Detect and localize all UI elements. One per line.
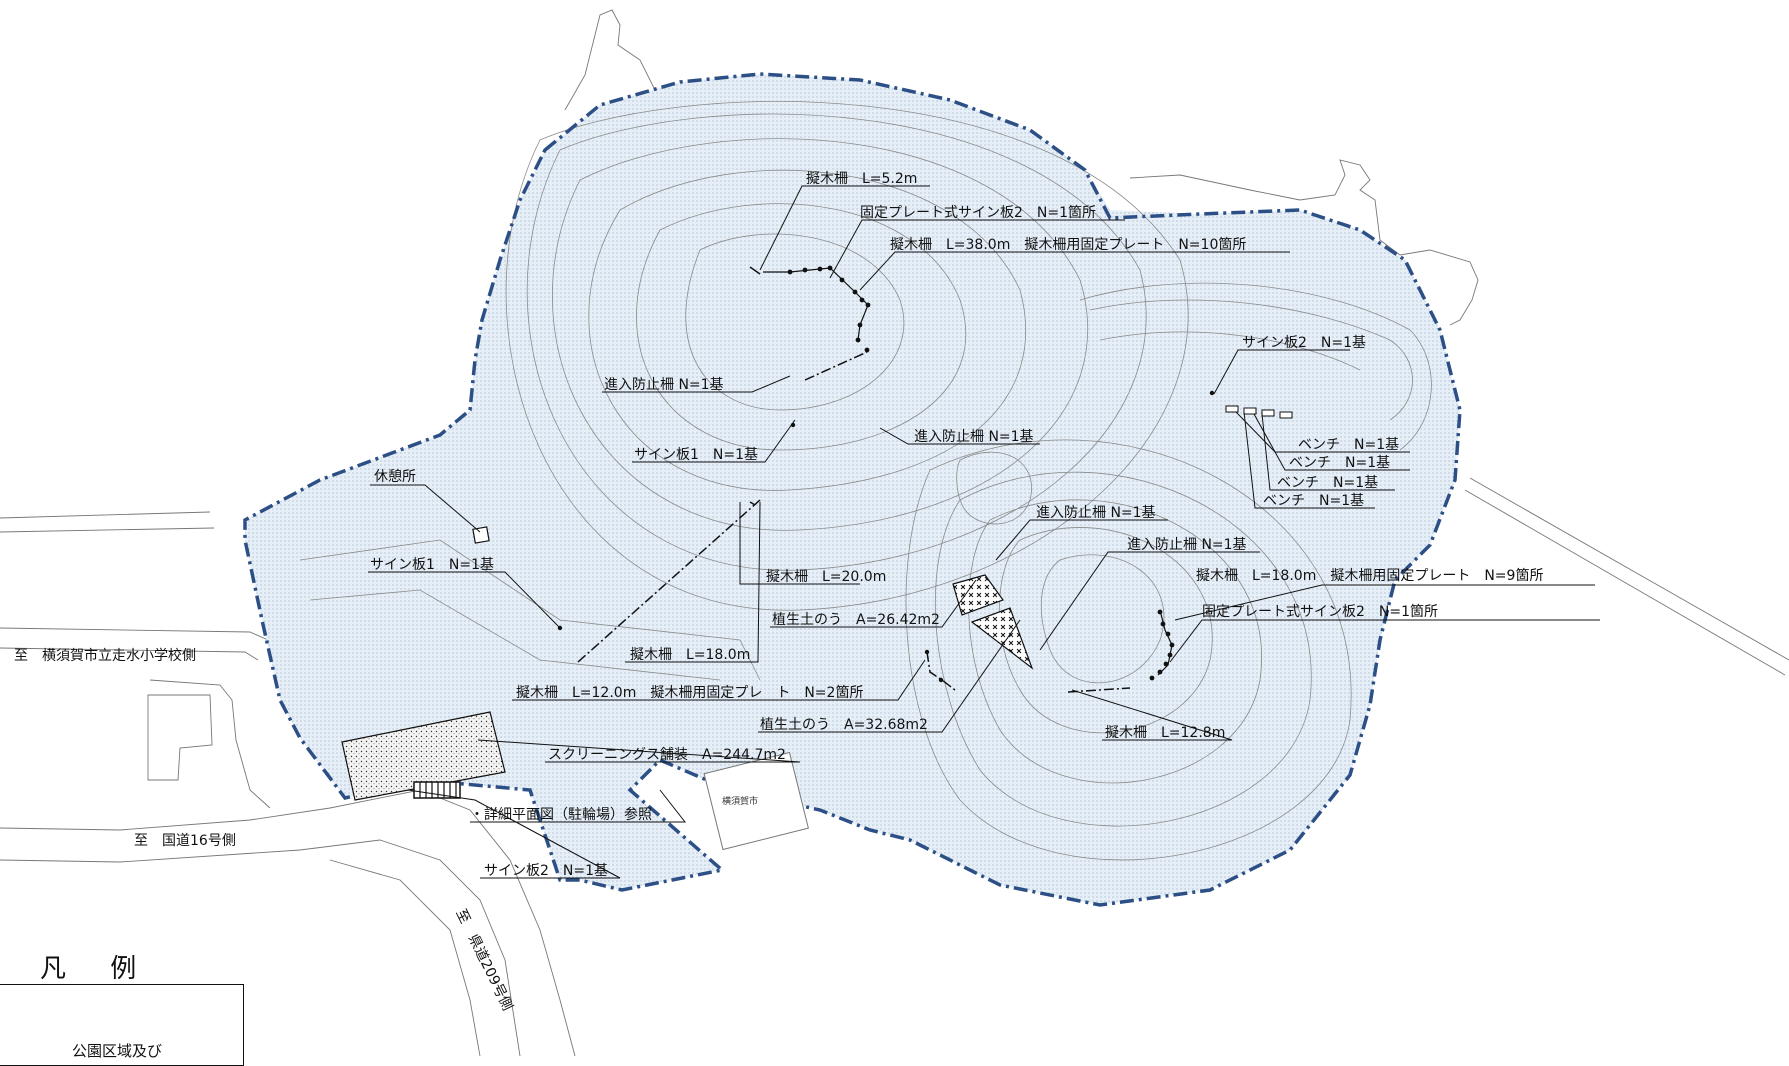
label-screening: スクリーニングス舗装 A=244.7m2: [548, 747, 786, 763]
surrounding-roads: [0, 9, 1789, 1056]
label-barrier-lower2: 進入防止柵 N=1基: [1127, 536, 1247, 553]
label-plate-sign2-right: 固定プレート式サイン板2 N=1箇所: [1202, 603, 1438, 620]
label-barrier-lower: 進入防止柵 N=1基: [1036, 504, 1156, 521]
road-to-pref209: 至 県道209号側: [452, 907, 515, 1014]
map-labels: 擬木柵 L=5.2m 固定プレート式サイン板2 N=1箇所 擬木柵 L=38.0…: [370, 171, 1543, 879]
label-sign2-bottom: サイン板2 N=1基: [484, 862, 608, 879]
label-detail-ref: ・詳細平面図（駐輪場）参照: [470, 806, 652, 823]
label-fence-5-2: 擬木柵 L=5.2m: [806, 171, 917, 187]
city-block: [703, 751, 809, 851]
city-label: 横須賀市: [722, 795, 758, 807]
road-to-route16: 至 国道16号側: [134, 833, 236, 849]
bike-rack: [413, 781, 461, 799]
label-bench-4: ベンチ N=1基: [1263, 492, 1364, 509]
label-barrier-mid: 進入防止柵 N=1基: [914, 428, 1034, 445]
label-bench-3: ベンチ N=1基: [1277, 474, 1378, 491]
label-bench-2: ベンチ N=1基: [1289, 454, 1390, 471]
road-to-school: 至 横須賀市立走水小学校側: [14, 647, 196, 664]
screening-pavement-area: [341, 711, 506, 801]
label-fence-38-0: 擬木柵 L=38.0m 擬木柵用固定プレート N=10箇所: [890, 236, 1246, 253]
label-sign2-top-right: サイン板2 N=1基: [1242, 334, 1366, 351]
label-soil-bag-a: 植生土のう A=26.42m2: [772, 612, 940, 628]
label-barrier-left: 進入防止柵 N=1基: [604, 376, 724, 393]
label-sign1-left: サイン板1 N=1基: [370, 556, 494, 573]
soil-bag-area-a: [952, 574, 1004, 616]
label-rest-area: 休憩所: [374, 468, 416, 485]
benches: [1225, 405, 1293, 419]
label-fence-20-0: 擬木柵 L=20.0m: [766, 569, 886, 585]
label-fence-12-0: 擬木柵 L=12.0m 擬木柵用固定プレ ト N=2箇所: [516, 684, 863, 701]
rest-area-marker: [472, 526, 490, 544]
legend-item-park-area: 公園区域及び: [72, 1042, 163, 1060]
park-area: [245, 74, 1460, 905]
label-bench-1: ベンチ N=1基: [1298, 436, 1399, 453]
leader-lines: [368, 185, 1600, 879]
label-fence-12-8: 擬木柵 L=12.8m: [1105, 725, 1225, 741]
label-fence-18-0-right: 擬木柵 L=18.0m 擬木柵用固定プレート N=9箇所: [1196, 567, 1543, 584]
legend-title: 凡 例: [40, 954, 155, 984]
label-soil-bag-b: 植生土のう A=32.68m2: [760, 717, 928, 733]
label-plate-sign2-top: 固定プレート式サイン板2 N=1箇所: [860, 204, 1096, 221]
label-sign1-mid: サイン板1 N=1基: [634, 446, 758, 463]
park-boundary: [243, 72, 1462, 907]
label-fence-18-0-left: 擬木柵 L=18.0m: [630, 647, 750, 663]
contour-lines: [299, 101, 1432, 861]
